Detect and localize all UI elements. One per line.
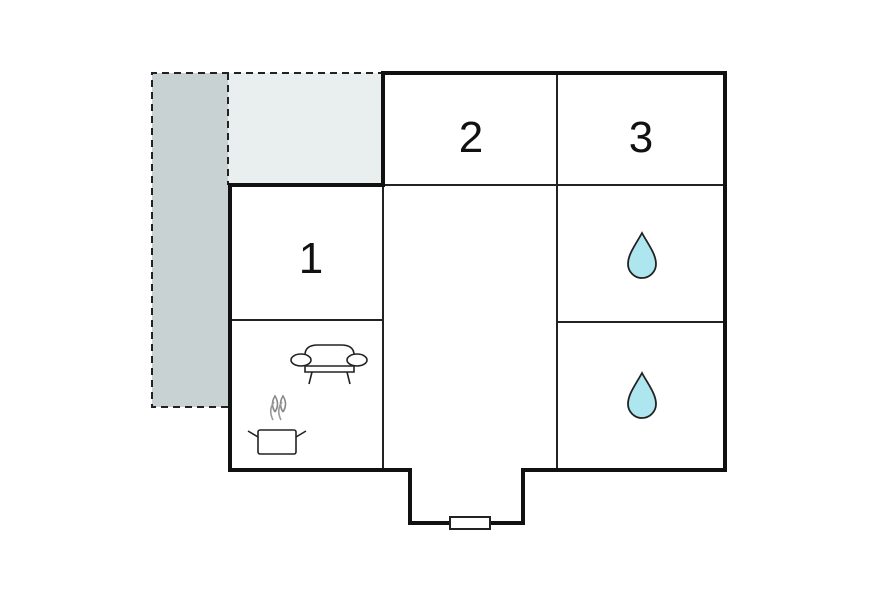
terrace-outline xyxy=(151,72,382,408)
sofa-icon xyxy=(290,344,368,385)
cooking-pot-icon xyxy=(247,394,307,455)
terrace-light xyxy=(228,73,382,185)
interior-walls xyxy=(230,73,725,470)
room-label-3: 3 xyxy=(629,113,653,162)
terrace-area xyxy=(151,72,382,408)
water-drop-icon xyxy=(627,231,657,279)
exterior-wall xyxy=(228,71,727,525)
room-label-2: 2 xyxy=(459,113,483,162)
room-label-1: 1 xyxy=(299,234,323,283)
water-drop-icon xyxy=(627,371,657,419)
terrace-dark xyxy=(152,73,228,407)
door-icon xyxy=(449,516,491,530)
